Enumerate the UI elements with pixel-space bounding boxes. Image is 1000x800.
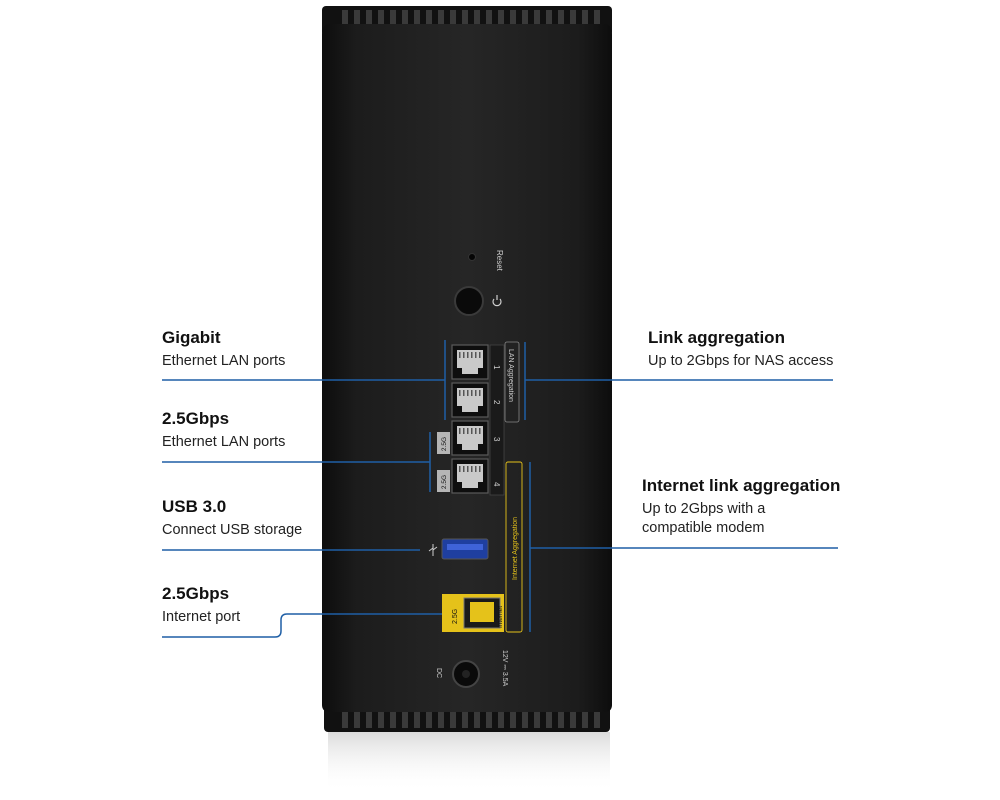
- vent-slot: [534, 10, 540, 28]
- port-number-4: 4: [492, 482, 501, 487]
- port-number-3: 3: [492, 437, 501, 442]
- vent-slot: [354, 706, 360, 728]
- vent-slot: [378, 10, 384, 28]
- vent-slot: [414, 706, 420, 728]
- port-number-1: 1: [492, 365, 501, 370]
- vent-slot: [486, 10, 492, 28]
- vent-slot: [534, 706, 540, 728]
- callout-lan25-desc: Ethernet LAN ports: [162, 434, 286, 450]
- internet-port-speed: 2.5G: [452, 609, 459, 624]
- reset-label: Reset: [495, 250, 504, 272]
- port-speed-tag-3: [437, 432, 450, 454]
- callout-internet-desc: Internet port: [162, 609, 241, 625]
- power-icon: [492, 295, 502, 307]
- internet-port-label: Internet: [497, 606, 504, 628]
- vent-slot: [342, 10, 348, 28]
- vent-slot: [570, 10, 576, 28]
- vent-slot: [510, 10, 516, 28]
- vent-slot: [558, 706, 564, 728]
- internet-aggregation-bracket: [505, 461, 523, 633]
- vent-slot: [486, 706, 492, 728]
- callout-internet: 2.5Gbps Internet port: [162, 583, 240, 627]
- vent-slot: [402, 706, 408, 728]
- callout-usb-title: USB 3.0: [162, 497, 227, 516]
- callout-usb-desc: Connect USB storage: [162, 522, 303, 538]
- power-button[interactable]: [454, 286, 484, 316]
- dc-label: DC: [435, 668, 442, 678]
- vent-slot: [498, 706, 504, 728]
- vent-slot: [390, 10, 396, 28]
- port-speed-tag-4-text: 2.5G: [441, 475, 448, 489]
- callout-inet-link-title: Internet link aggregation: [642, 476, 841, 495]
- vent-slot: [426, 706, 432, 728]
- lan-port-3[interactable]: [451, 420, 489, 456]
- lan-port-4[interactable]: [451, 458, 489, 494]
- vent-slot: [546, 706, 552, 728]
- vent-slot: [462, 10, 468, 28]
- lan-port-1[interactable]: [451, 344, 489, 380]
- callout-link-desc: Up to 2Gbps for NAS access: [648, 353, 834, 369]
- vent-slot: [450, 10, 456, 28]
- callout-lan25-title: 2.5Gbps: [162, 409, 230, 428]
- vent-slot: [570, 706, 576, 728]
- internet-aggregation-label: Internet Aggregation: [512, 517, 519, 580]
- vent-slot: [450, 706, 456, 728]
- vent-slot: [546, 10, 552, 28]
- callout-usb: USB 3.0 Connect USB storage: [162, 496, 302, 540]
- vent-slot: [366, 10, 372, 28]
- vent-slot: [366, 706, 372, 728]
- vent-slot: [582, 10, 588, 28]
- floor-reflection: [328, 732, 610, 792]
- vent-slot: [354, 10, 360, 28]
- lan-aggregation-label: LAN Aggregation: [507, 349, 514, 402]
- vent-slot: [522, 10, 528, 28]
- callout-lan25: 2.5Gbps Ethernet LAN ports: [162, 408, 285, 452]
- vent-slot: [390, 706, 396, 728]
- vent-slot: [378, 706, 384, 728]
- callout-inet-link-desc-2: compatible modem: [642, 520, 765, 536]
- vent-slot: [474, 706, 480, 728]
- vent-slot: [414, 10, 420, 28]
- callout-inet-link-desc-1: Up to 2Gbps with a: [642, 501, 766, 517]
- vent-slot: [582, 706, 588, 728]
- vent-slot: [426, 10, 432, 28]
- callout-internet-link-aggregation: Internet link aggregation Up to 2Gbps wi…: [642, 475, 840, 538]
- lan-aggregation-bracket: [504, 341, 520, 423]
- reset-pinhole[interactable]: [468, 253, 476, 261]
- port-speed-tag-4: [437, 470, 450, 492]
- vent-slot: [342, 706, 348, 728]
- power-rating: 12V ⎓ 3.5A: [501, 650, 508, 687]
- port-number-2: 2: [492, 400, 501, 405]
- internet-leader-line: [162, 613, 442, 638]
- lan-port-2[interactable]: [451, 382, 489, 418]
- callout-gigabit-desc: Ethernet LAN ports: [162, 353, 286, 369]
- vent-slot: [438, 10, 444, 28]
- vent-slot: [510, 706, 516, 728]
- vent-slot: [558, 10, 564, 28]
- vent-slot: [522, 706, 528, 728]
- callout-internet-title: 2.5Gbps: [162, 584, 230, 603]
- callout-link-title: Link aggregation: [648, 328, 785, 347]
- vent-slot: [498, 10, 504, 28]
- vent-slot: [474, 10, 480, 28]
- callout-gigabit-title: Gigabit: [162, 328, 221, 347]
- usb-icon: [428, 544, 438, 556]
- port-number-strip: [489, 344, 505, 496]
- port-speed-tag-3-text: 2.5G: [441, 437, 448, 451]
- callout-gigabit: Gigabit Ethernet LAN ports: [162, 327, 285, 371]
- vent-slot: [594, 10, 600, 28]
- vent-slot: [462, 706, 468, 728]
- vent-slot: [402, 10, 408, 28]
- callout-link-aggregation: Link aggregation Up to 2Gbps for NAS acc…: [648, 327, 833, 371]
- vent-slot: [438, 706, 444, 728]
- vent-slot: [594, 706, 600, 728]
